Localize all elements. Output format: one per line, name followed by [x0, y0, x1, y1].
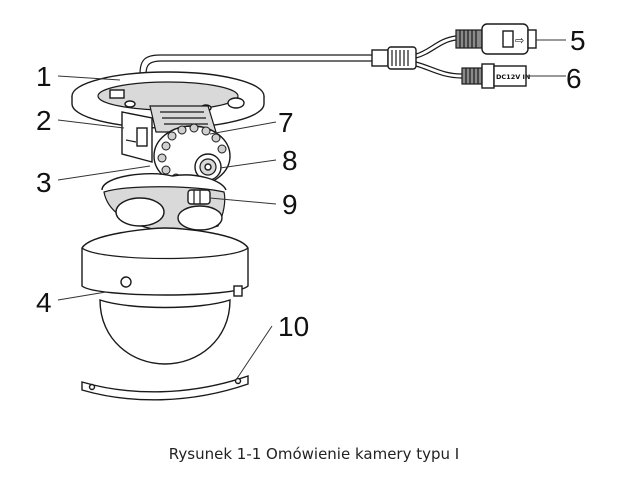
callout-5: 5 [570, 25, 586, 56]
leader-1 [57, 75, 121, 81]
leader-9 [209, 197, 277, 205]
callout-9: 9 [282, 189, 298, 220]
leader-4 [57, 291, 107, 301]
cable-assembly: ⇨ DC12V IN [139, 23, 537, 89]
callout-10: 10 [278, 311, 309, 342]
figure-caption: Rysunek 1-1 Omówienie kamery typu I [168, 445, 460, 463]
dome-cover [81, 227, 249, 365]
callout-6: 6 [566, 63, 582, 94]
callout-1: 1 [36, 61, 52, 92]
leader-10 [235, 325, 273, 381]
camera-module [101, 105, 231, 232]
camera-diagram: ⇨ DC12V IN [36, 23, 586, 401]
callout-numbers: 1 2 3 4 5 6 7 8 9 10 [36, 25, 586, 342]
power-connector-label: DC12V IN [496, 73, 530, 81]
leader-2 [57, 119, 125, 129]
callout-2: 2 [36, 105, 52, 136]
drill-template-strip [81, 375, 249, 401]
leader-lines [57, 39, 566, 381]
callout-8: 8 [282, 145, 298, 176]
callout-7: 7 [278, 107, 294, 138]
leader-8 [219, 159, 277, 169]
network-port-symbol: ⇨ [515, 34, 524, 47]
callout-3: 3 [36, 167, 52, 198]
leader-3 [57, 165, 151, 181]
leader-7 [209, 121, 277, 135]
callout-4: 4 [36, 287, 52, 318]
